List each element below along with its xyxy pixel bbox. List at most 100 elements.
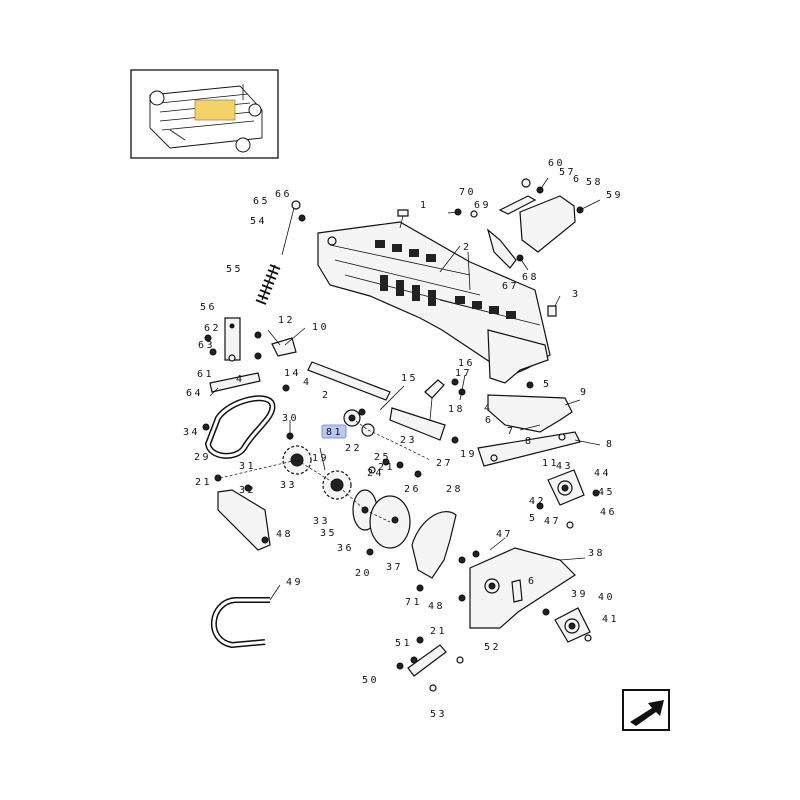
callout-37[interactable]: 36 bbox=[337, 543, 354, 554]
bracket-8 bbox=[477, 431, 581, 467]
callout-12[interactable]: 12 bbox=[278, 315, 295, 326]
callout-60[interactable]: 59 bbox=[606, 190, 623, 201]
callout-3[interactable]: 3 bbox=[572, 289, 581, 300]
assembly-thumbnail[interactable] bbox=[130, 69, 279, 159]
callout-28[interactable]: 27 bbox=[436, 458, 453, 469]
callout-51[interactable]: 50 bbox=[362, 675, 379, 686]
callout-45[interactable]: 44 bbox=[594, 468, 611, 479]
callout-6a[interactable]: 6 bbox=[485, 415, 494, 426]
tension-spring-assembly bbox=[204, 200, 306, 393]
callout-27[interactable]: 26 bbox=[404, 484, 421, 495]
callout-39[interactable]: 38 bbox=[588, 548, 605, 559]
callout-31[interactable]: 30 bbox=[282, 413, 299, 424]
callout-41[interactable]: 40 bbox=[598, 592, 615, 603]
callout-2[interactable]: 2 bbox=[463, 242, 472, 253]
callout-25[interactable]: 24 bbox=[367, 468, 384, 479]
housing-39 bbox=[458, 547, 576, 629]
callout-4b[interactable]: 4 bbox=[484, 403, 493, 414]
callout-61[interactable]: 60 bbox=[548, 158, 565, 169]
callout-64[interactable]: 63 bbox=[198, 340, 215, 351]
callout-52[interactable]: 51 bbox=[395, 638, 412, 649]
callout-48a[interactable]: 47 bbox=[544, 516, 561, 527]
callout-47b[interactable]: 47 bbox=[496, 529, 513, 540]
drive-belt-30 bbox=[202, 395, 276, 459]
callout-5a[interactable]: 5 bbox=[543, 379, 552, 390]
callout-16[interactable]: 16 bbox=[458, 358, 475, 369]
callout-2-lower[interactable]: 2 bbox=[322, 390, 331, 401]
callout-38[interactable]: 37 bbox=[386, 562, 403, 573]
callout-14[interactable]: 14 bbox=[284, 368, 301, 379]
callout-6c[interactable]: 6 bbox=[573, 174, 582, 185]
callout-71[interactable]: 70 bbox=[459, 187, 476, 198]
lower-bracket bbox=[396, 636, 464, 692]
bearing-41 bbox=[542, 607, 592, 643]
bolt-3 bbox=[547, 295, 561, 317]
callout-43[interactable]: 42 bbox=[529, 496, 546, 507]
callout-30[interactable]: 29 bbox=[194, 452, 211, 463]
callout-24[interactable]: 23 bbox=[400, 435, 417, 446]
callout-33b[interactable]: 33 bbox=[313, 516, 330, 527]
callout-10[interactable]: 10 bbox=[312, 322, 329, 333]
callout-33a[interactable]: 32 bbox=[239, 485, 256, 496]
callout-69[interactable]: 68 bbox=[522, 272, 539, 283]
callout-8b[interactable]: 8 bbox=[606, 439, 615, 450]
callout-46[interactable]: 45 bbox=[598, 487, 615, 498]
callout-48b[interactable]: 48 bbox=[428, 601, 445, 612]
callout-21a[interactable]: 20 bbox=[355, 568, 372, 579]
callout-7[interactable]: 7 bbox=[507, 426, 516, 437]
next-page-arrow-icon[interactable] bbox=[622, 689, 670, 731]
callout-9[interactable]: 9 bbox=[580, 387, 589, 398]
callout-19b[interactable]: 19 bbox=[312, 453, 329, 464]
callout-44[interactable]: 43 bbox=[556, 461, 573, 472]
callout-55[interactable]: 54 bbox=[250, 216, 267, 227]
callout-6b[interactable]: 6 bbox=[528, 576, 537, 587]
callout-35[interactable]: 34 bbox=[183, 427, 200, 438]
upper-right-bracket bbox=[447, 177, 601, 271]
callout-54[interactable]: 53 bbox=[430, 709, 447, 720]
belt-50 bbox=[211, 597, 270, 649]
callout-53[interactable]: 52 bbox=[484, 642, 501, 653]
callout-18[interactable]: 18 bbox=[448, 404, 465, 415]
callout-66[interactable]: 65 bbox=[253, 196, 270, 207]
callout-21c[interactable]: 21 bbox=[195, 477, 212, 488]
callout-19a[interactable]: 19 bbox=[460, 449, 477, 460]
callout-34[interactable]: 33 bbox=[280, 480, 297, 491]
callout-63[interactable]: 62 bbox=[204, 323, 221, 334]
cover-9 bbox=[487, 381, 573, 433]
callout-4c[interactable]: 4 bbox=[236, 374, 245, 385]
bearing-plate-45 bbox=[536, 469, 600, 529]
callout-67[interactable]: 66 bbox=[275, 189, 292, 200]
callout-32[interactable]: 31 bbox=[239, 461, 256, 472]
callout-23[interactable]: 22 bbox=[345, 443, 362, 454]
callout-21b[interactable]: 21 bbox=[430, 626, 447, 637]
callout-81-label: 81 bbox=[326, 427, 343, 438]
callout-68[interactable]: 67 bbox=[502, 281, 519, 292]
pulley-gear-20 bbox=[343, 409, 375, 437]
callout-40[interactable]: 39 bbox=[571, 589, 588, 600]
highlighted-callout-81[interactable]: 81 bbox=[321, 424, 347, 439]
callout-47a[interactable]: 46 bbox=[600, 507, 617, 518]
callout-49[interactable]: 48 bbox=[276, 529, 293, 540]
callout-26[interactable]: 25 bbox=[374, 452, 391, 463]
callout-59[interactable]: 58 bbox=[586, 177, 603, 188]
callout-42[interactable]: 41 bbox=[602, 614, 619, 625]
callout-72[interactable]: 71 bbox=[405, 597, 422, 608]
callout-5b[interactable]: 5 bbox=[529, 513, 538, 524]
callout-4a[interactable]: 4 bbox=[303, 377, 312, 388]
callout-15[interactable]: 15 bbox=[401, 373, 418, 384]
callout-17[interactable]: 17 bbox=[455, 368, 472, 379]
callout-1[interactable]: 1 bbox=[420, 200, 429, 211]
plate-49 bbox=[214, 474, 271, 551]
callout-65[interactable]: 64 bbox=[186, 388, 203, 399]
callout-50[interactable]: 49 bbox=[286, 577, 303, 588]
callout-57[interactable]: 56 bbox=[200, 302, 217, 313]
callout-70[interactable]: 69 bbox=[474, 200, 491, 211]
callout-29[interactable]: 28 bbox=[446, 484, 463, 495]
callout-56[interactable]: 55 bbox=[226, 264, 243, 275]
callout-8a[interactable]: 8 bbox=[525, 436, 534, 447]
callout-58[interactable]: 57 bbox=[559, 167, 576, 178]
callout-62[interactable]: 61 bbox=[197, 369, 214, 380]
callout-36[interactable]: 35 bbox=[320, 528, 337, 539]
callout-22[interactable]: 21 bbox=[378, 462, 395, 473]
callout-11[interactable]: 11 bbox=[542, 458, 559, 469]
